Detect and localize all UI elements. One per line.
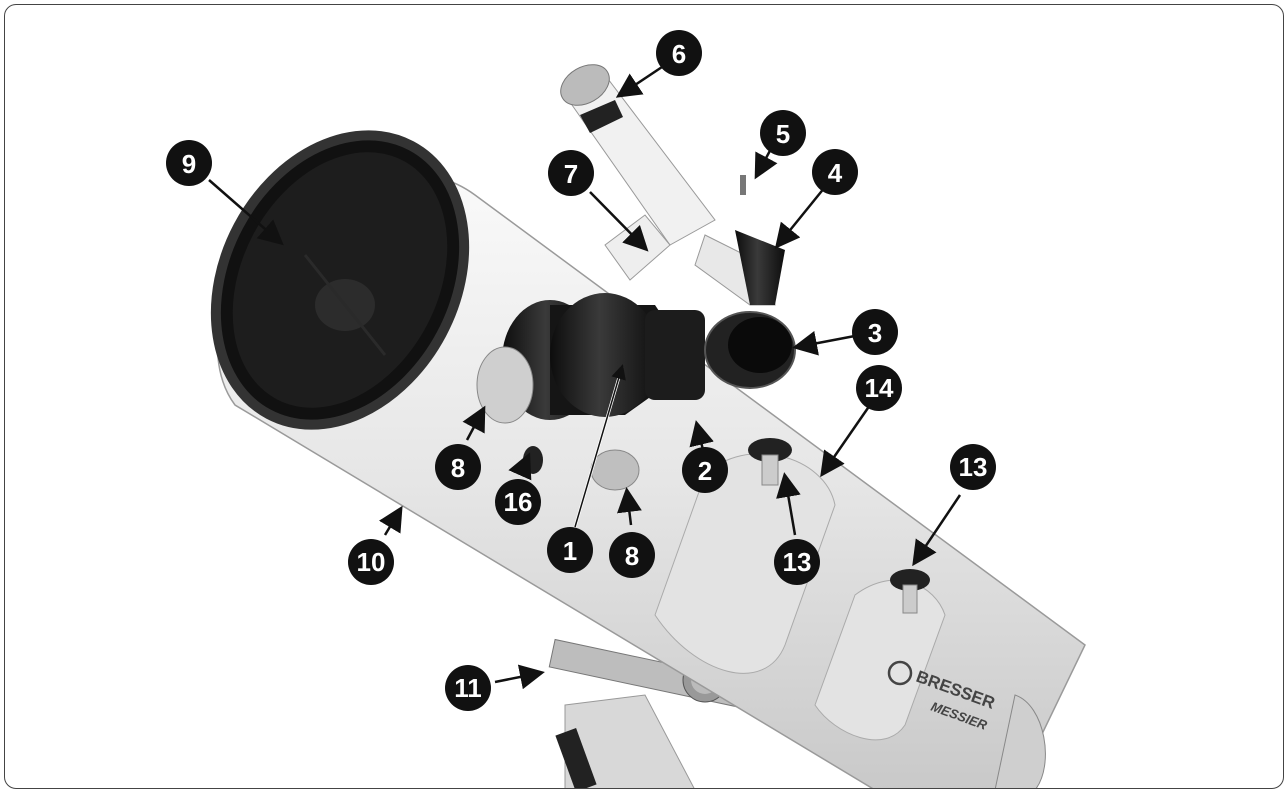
- callout-13-middle: 13: [774, 539, 820, 585]
- callout-4: 4: [812, 149, 858, 195]
- callout-10-label: 10: [357, 547, 386, 577]
- callout-3: 3: [852, 309, 898, 355]
- callout-13-right: 13: [950, 444, 996, 490]
- callout-6: 6: [656, 30, 702, 76]
- callout-5-label: 5: [776, 119, 790, 149]
- callout-16-label: 16: [504, 487, 533, 517]
- callout-1: 1: [547, 527, 593, 573]
- callout-8-left: 8: [435, 444, 481, 490]
- callout-9: 9: [166, 140, 212, 186]
- ring-screws: [748, 438, 930, 614]
- callout-8-left-label: 8: [451, 453, 465, 483]
- diagram-frame: BRESSER MESSIER 1 2 3 4 5 6 7 8 8 9 10 1…: [4, 4, 1284, 789]
- callouts: 1 2 3 4 5 6 7 8 8 9 10 11 13 13 14 16: [166, 30, 996, 711]
- callout-3-label: 3: [868, 318, 882, 348]
- tube-opening: [210, 130, 470, 430]
- callout-4-label: 4: [828, 158, 843, 188]
- callout-1-label: 1: [563, 536, 577, 566]
- callout-5: 5: [760, 110, 806, 156]
- callout-6-label: 6: [672, 39, 686, 69]
- callout-16: 16: [495, 479, 541, 525]
- callout-8-right-label: 8: [625, 541, 639, 571]
- focus-knob-right: [590, 449, 640, 491]
- callout-9-label: 9: [182, 149, 196, 179]
- callout-13-middle-label: 13: [783, 547, 812, 577]
- callout-7: 7: [548, 150, 594, 196]
- callout-2: 2: [682, 447, 728, 493]
- callout-10: 10: [348, 539, 394, 585]
- callout-11-label: 11: [454, 673, 482, 703]
- callout-13-right-label: 13: [959, 452, 988, 482]
- callout-14-label: 14: [865, 373, 894, 403]
- callout-7-label: 7: [564, 159, 578, 189]
- callout-14: 14: [856, 365, 902, 411]
- leader-arrows: [208, 65, 962, 690]
- focuser: [476, 293, 796, 491]
- callout-2-label: 2: [698, 456, 712, 486]
- focus-knob-left: [476, 346, 534, 424]
- telescope-diagram: BRESSER MESSIER 1 2 3 4 5 6 7 8 8 9 10 1…: [166, 30, 1086, 788]
- callout-11: 11: [445, 665, 491, 711]
- callout-8-right: 8: [609, 532, 655, 578]
